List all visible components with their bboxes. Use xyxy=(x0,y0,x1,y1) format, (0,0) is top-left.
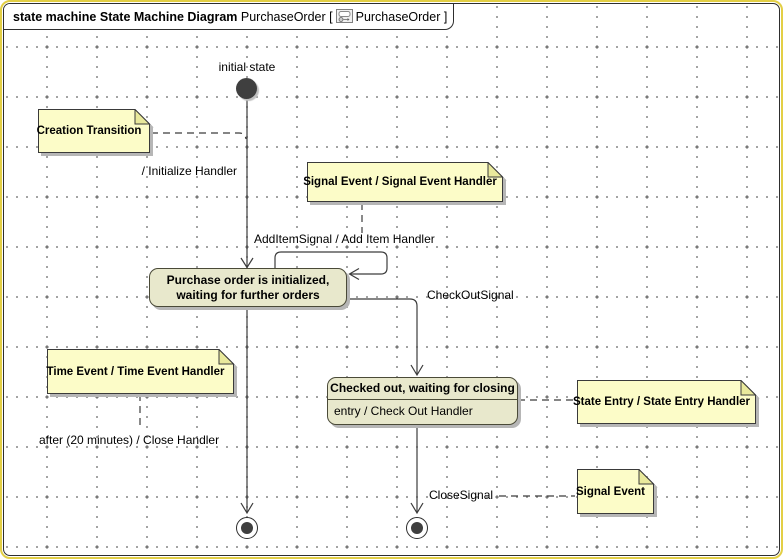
transition-label-check-out[interactable]: CheckOutSignal xyxy=(427,288,514,302)
diagram-type-label: state machine xyxy=(13,9,97,24)
note-text: Time Event / Time Event Handler xyxy=(46,365,225,378)
state-purchase-order[interactable]: Purchase order is initialized, waiting f… xyxy=(149,268,347,307)
note-text: State Entry / State Entry Handler xyxy=(572,396,751,408)
note-text: Creation Transition xyxy=(36,125,142,137)
note-signal-event-handler[interactable]: Signal Event / Signal Event Handler xyxy=(303,162,504,202)
note-anchor-creation xyxy=(151,132,247,140)
transition-initial[interactable] xyxy=(240,99,254,269)
diagram-title-tab[interactable]: state machine State Machine Diagram Purc… xyxy=(4,4,454,30)
final-state-dot xyxy=(241,522,253,534)
diagram-element-name: PurchaseOrder xyxy=(355,9,441,24)
initial-state-node[interactable] xyxy=(236,78,257,99)
state-title-line: waiting for further orders xyxy=(176,287,320,302)
note-creation-transition[interactable]: Creation Transition xyxy=(36,109,151,153)
state-title-line: Purchase order is initialized, xyxy=(166,272,330,287)
state-entry-activity: entry / Check Out Handler xyxy=(328,399,517,419)
transition-label-initialize[interactable]: / Initialize Handler xyxy=(141,164,237,178)
note-signal-event[interactable]: Signal Event xyxy=(575,469,655,514)
transition-lines xyxy=(139,99,575,515)
transition-check-out[interactable] xyxy=(347,298,424,377)
note-text: Signal Event / Signal Event Handler xyxy=(303,176,497,188)
transition-after-close[interactable] xyxy=(240,307,254,515)
transition-add-item-self-loop[interactable] xyxy=(274,251,388,281)
diagram-close-bracket: ] xyxy=(443,9,448,24)
diagram-context: PurchaseOrder [ xyxy=(240,9,333,24)
final-state-node-left[interactable] xyxy=(236,517,258,539)
transition-close-signal[interactable] xyxy=(410,425,424,515)
final-state-dot xyxy=(411,522,423,534)
note-text: Signal Event xyxy=(575,485,646,498)
state-checked-out[interactable]: Checked out, waiting for closing entry /… xyxy=(327,377,518,425)
transition-label-add-item[interactable]: AddItemSignal / Add Item Handler xyxy=(254,232,435,246)
diagram-name: State Machine Diagram xyxy=(99,9,238,24)
transition-label-close-signal[interactable]: CloseSignal xyxy=(429,488,494,502)
note-time-event[interactable]: Time Event / Time Event Handler xyxy=(46,349,235,394)
state-title: Checked out, waiting for closing xyxy=(330,381,515,395)
initial-state-label[interactable]: initial state xyxy=(218,60,276,74)
grid-background xyxy=(4,4,779,555)
final-state-node-right[interactable] xyxy=(406,517,428,539)
transition-label-after-close[interactable]: after (20 minutes) / Close Handler xyxy=(39,433,220,447)
state-machine-diagram-icon xyxy=(335,9,353,26)
state-machine-frame: state machine State Machine Diagram Purc… xyxy=(3,3,780,556)
note-state-entry[interactable]: State Entry / State Entry Handler xyxy=(572,380,757,424)
